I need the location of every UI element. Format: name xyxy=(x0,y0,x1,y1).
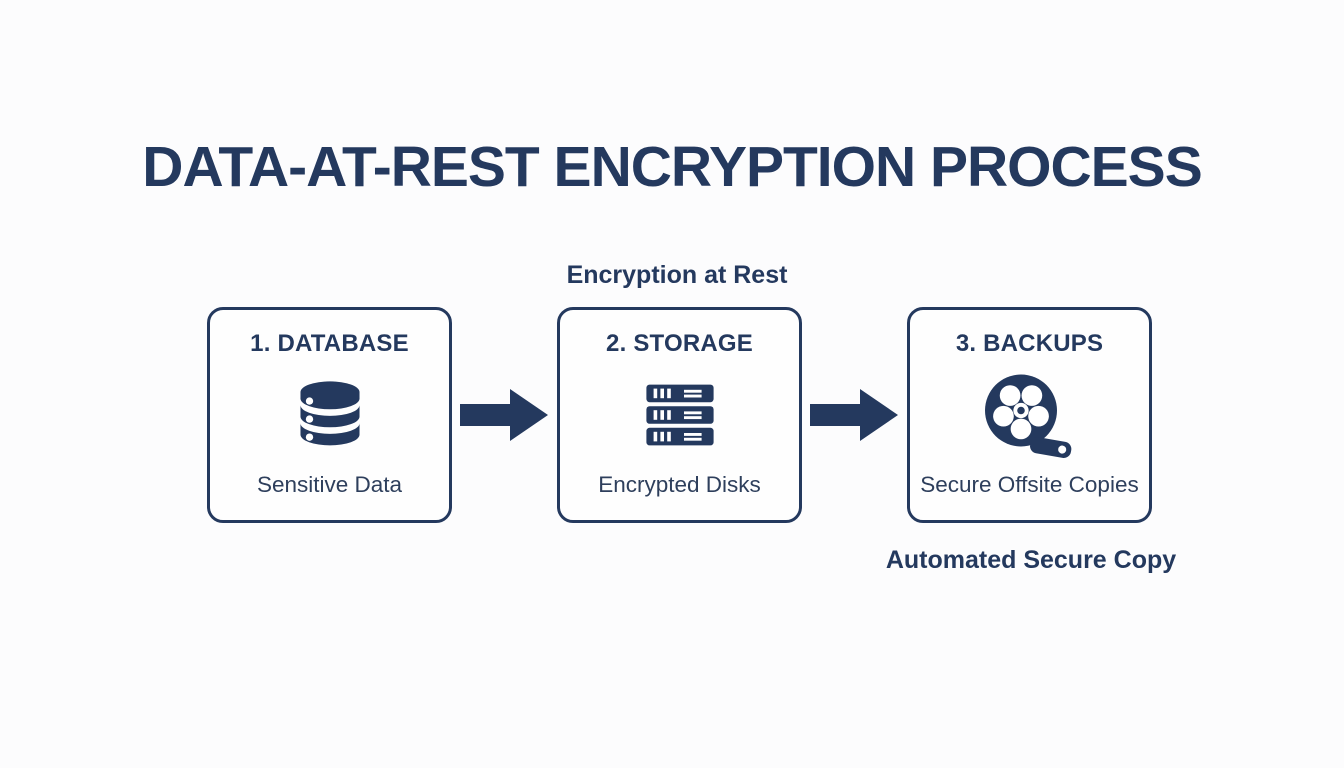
step-box-database: 1. DATABASE Sensitive Data xyxy=(207,307,452,523)
step-heading-database: 1. DATABASE xyxy=(250,330,409,357)
step-caption-database: Sensitive Data xyxy=(256,472,403,497)
encryption-at-rest-label: Encryption at Rest xyxy=(566,261,788,289)
arrow-right-icon xyxy=(810,384,898,446)
diagram-title: DATA-AT-REST ENCRYPTION PROCESS xyxy=(142,135,1202,199)
database-icon xyxy=(289,358,371,472)
step-caption-storage: Encrypted Disks xyxy=(598,472,761,497)
step-box-storage: 2. STORAGE xyxy=(557,307,802,523)
step-heading-storage: 2. STORAGE xyxy=(606,330,753,357)
step-box-backups: 3. BACKUPS Secure Offsite Copies xyxy=(907,307,1152,523)
step-heading-backups: 3. BACKUPS xyxy=(955,330,1104,357)
automated-secure-copy-label: Automated Secure Copy xyxy=(885,546,1177,574)
server-stack-icon xyxy=(640,358,720,472)
step-caption-backups: Secure Offsite Copies xyxy=(920,472,1139,497)
arrow-right-icon xyxy=(460,384,548,446)
film-reel-icon xyxy=(978,358,1082,472)
